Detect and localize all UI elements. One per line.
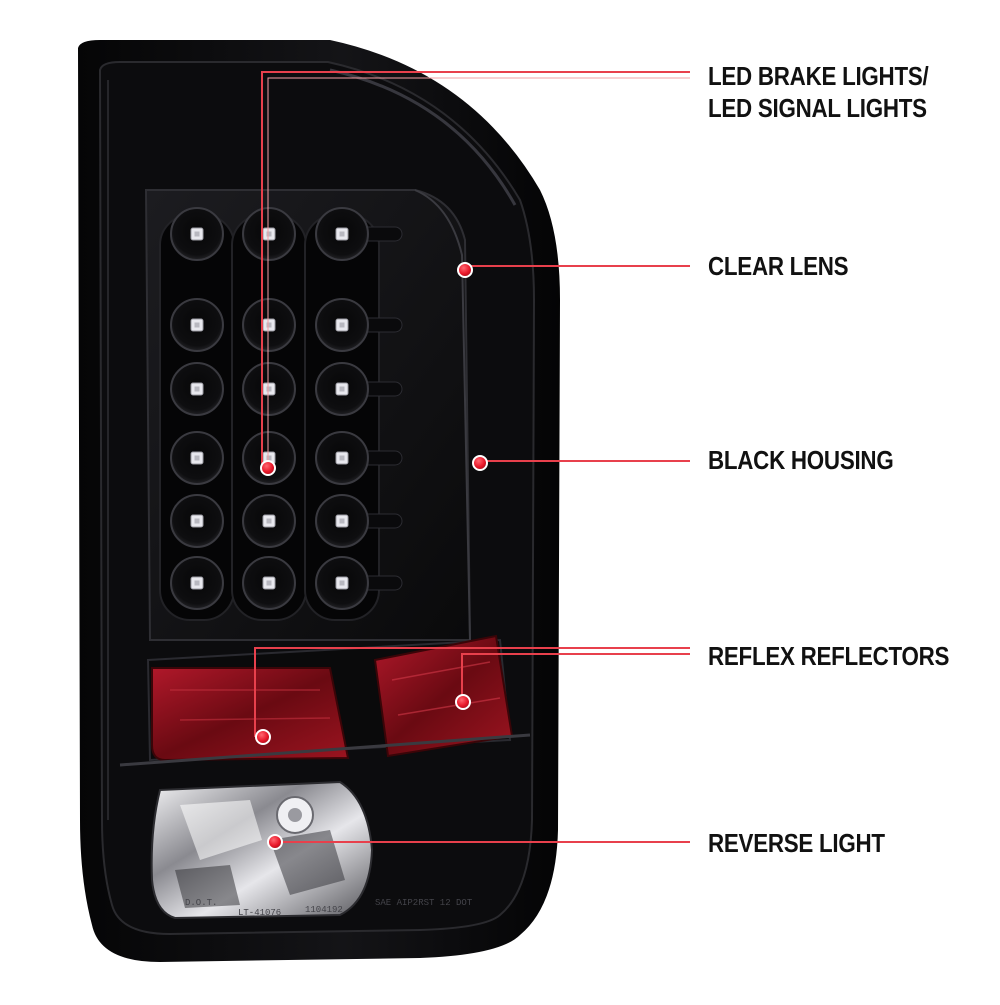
callout-led-lights-line-1: LED BRAKE LIGHTS/	[708, 61, 929, 91]
led-chip-core	[266, 455, 272, 461]
left-reflex-reflector	[151, 667, 350, 762]
leader-line-reflex-reflectors	[254, 647, 690, 737]
callout-label-black-housing: BLACK HOUSING	[708, 444, 894, 476]
led-chip-core	[339, 386, 345, 392]
led-chip-core	[339, 455, 345, 461]
led-chip-core	[194, 322, 200, 328]
embossed-serial: 1104192	[305, 905, 343, 915]
led-chip-core	[266, 518, 272, 524]
embossed-dot-mark: D.O.T.	[185, 898, 217, 908]
callout-clear-lens-text: CLEAR LENS	[708, 251, 849, 281]
led-chip-core	[266, 580, 272, 586]
callout-reverse-light-text: REVERSE LIGHT	[708, 828, 885, 858]
embossed-sae-mark: SAE AIP2RST 12 DOT	[375, 898, 473, 908]
leader-line-led-lights	[261, 71, 690, 468]
marker-dot-left-reflector	[255, 729, 271, 745]
led-chip-core	[266, 386, 272, 392]
marker-dot-clear-lens	[457, 262, 473, 278]
led-chip-core	[194, 386, 200, 392]
marker-dot-led-lights	[260, 460, 276, 476]
led-array	[170, 207, 403, 610]
led-chip-core	[194, 518, 200, 524]
callout-label-reflex-reflectors: REFLEX REFLECTORS	[708, 640, 949, 672]
led-chip-core	[339, 518, 345, 524]
callout-label-led-lights: LED BRAKE LIGHTS/ LED SIGNAL LIGHTS	[708, 60, 929, 124]
led-chip-core	[266, 231, 272, 237]
marker-dot-reverse-light	[267, 834, 283, 850]
led-chip-core	[339, 580, 345, 586]
callout-led-lights-line-2: LED SIGNAL LIGHTS	[708, 93, 927, 123]
led-chip-core	[339, 231, 345, 237]
led-chip-core	[194, 580, 200, 586]
led-chip-core	[194, 455, 200, 461]
callout-label-clear-lens: CLEAR LENS	[708, 250, 849, 282]
led-chip-core	[266, 322, 272, 328]
leader-lines	[254, 71, 690, 843]
callout-black-housing-text: BLACK HOUSING	[708, 445, 894, 475]
embossed-part-number: LT-41076	[238, 908, 281, 918]
marker-dots	[255, 262, 488, 850]
marker-dot-right-reflector	[455, 694, 471, 710]
marker-dot-black-housing	[472, 455, 488, 471]
callout-reflex-reflectors-text: REFLEX REFLECTORS	[708, 641, 950, 671]
led-chip-core	[194, 231, 200, 237]
led-chip-core	[339, 322, 345, 328]
callout-label-reverse-light: REVERSE LIGHT	[708, 827, 885, 859]
